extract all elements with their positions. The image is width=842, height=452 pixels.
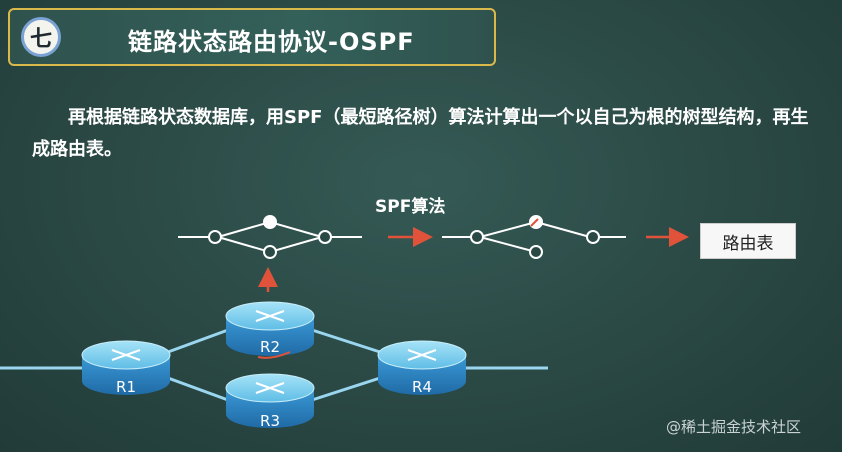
router-label-r2: R2 <box>260 338 280 356</box>
router-r2: R2 <box>225 301 315 359</box>
router-r4: R4 <box>377 340 467 396</box>
router-label-r1: R1 <box>116 378 136 396</box>
slide-body-text: 再根据链路状态数据库，用SPF（最短路径树）算法计算出一个以自己为根的树型结构，… <box>32 107 809 160</box>
router-label-r3: R3 <box>260 412 280 430</box>
slide-title-bar: 七 链路状态路由协议-OSPF <box>8 8 496 66</box>
router-label-r4: R4 <box>412 378 432 396</box>
router-r3: R3 <box>225 373 315 430</box>
slide-title: 链路状态路由协议-OSPF <box>128 28 415 56</box>
spf-algorithm-label: SPF算法 <box>375 197 446 217</box>
watermark-text: @稀土掘金技术社区 <box>666 418 802 436</box>
section-number-badge: 七 <box>21 17 61 57</box>
spf-tree-after <box>442 215 626 259</box>
router-r1: R1 <box>81 340 171 396</box>
network-links <box>0 328 548 402</box>
routing-table-box: 路由表 <box>700 223 796 259</box>
spf-tree-before <box>178 215 362 259</box>
